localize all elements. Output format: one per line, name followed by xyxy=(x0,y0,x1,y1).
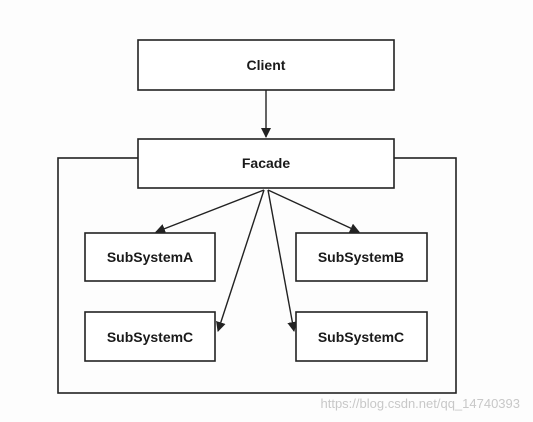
facade-box xyxy=(137,138,395,189)
subsystem-c-left-label: SubSystemC xyxy=(107,329,193,345)
subsystem-c-right-label: SubSystemC xyxy=(318,329,404,345)
subsystem-a-box xyxy=(84,232,216,282)
subsystem-c-right-node: SubSystemC xyxy=(295,311,428,362)
subsystem-b-node: SubSystemB xyxy=(295,232,428,282)
subsystem-b-box xyxy=(295,232,428,282)
arrow-facade-to-subsystem-a xyxy=(155,189,265,234)
watermark-text: https://blog.csdn.net/qq_14740393 xyxy=(321,396,521,411)
client-node: Client xyxy=(137,39,395,91)
arrow-facade-to-subsystem-b xyxy=(267,189,360,233)
subsystem-a-node: SubSystemA xyxy=(84,232,216,282)
subsystem-c-left-node: SubSystemC xyxy=(84,311,216,362)
subsystem-c-left-box xyxy=(84,311,216,362)
arrow-facade-to-subsystem-c-left xyxy=(216,189,265,332)
subsystem-c-right-box xyxy=(295,311,428,362)
arrow-facade-to-subsystem-c-right xyxy=(267,189,298,332)
client-label: Client xyxy=(247,57,286,73)
subsystem-b-label: SubSystemB xyxy=(318,249,404,265)
facade-node: Facade xyxy=(137,138,395,189)
facade-label: Facade xyxy=(242,155,290,171)
subsystem-a-label: SubSystemA xyxy=(107,249,193,265)
